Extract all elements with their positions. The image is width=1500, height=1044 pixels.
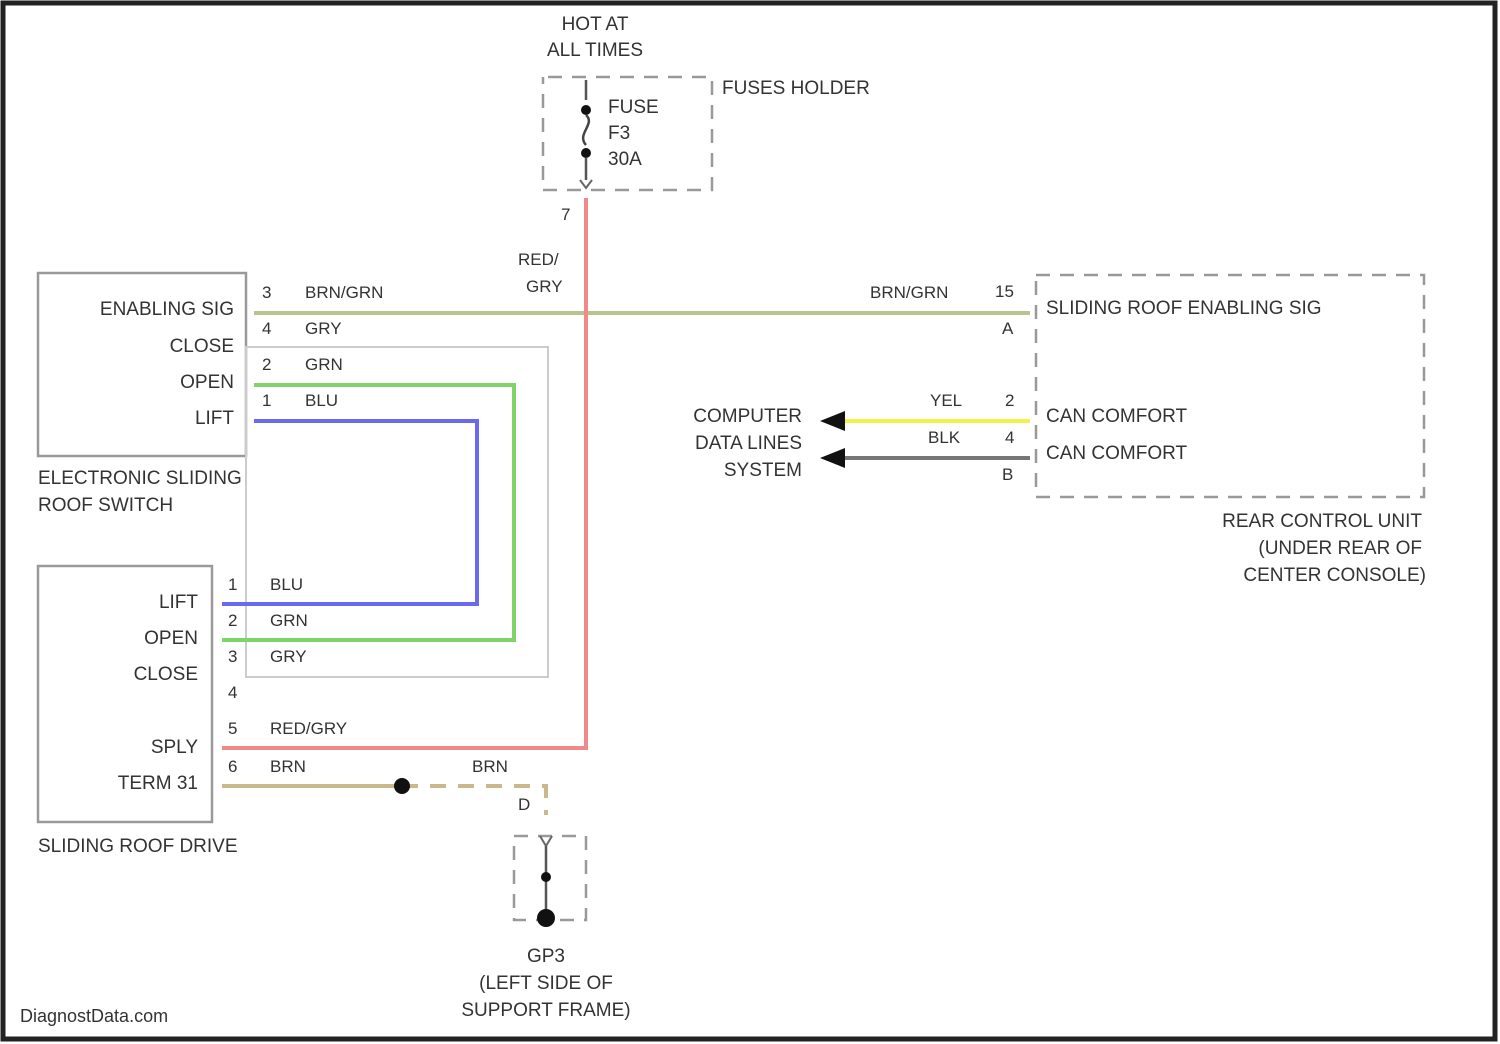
drive-pin-1: 1 [228,575,237,594]
computer-label-line2: DATA LINES [695,433,802,454]
fuse-terminal-bottom [581,148,591,158]
ground-pin-d: D [518,795,530,814]
switch-wire-brn-grn: BRN/GRN [305,283,383,302]
switch-pin-1: 1 [262,391,271,410]
rear-title-line1: REAR CONTROL UNIT [1222,511,1422,532]
drive-wire-red-gry: RED/GRY [270,719,347,738]
switch-pin-4: 4 [262,319,271,338]
ground-label-line2: (LEFT SIDE OF [479,973,613,994]
switch-label-enabling: ENABLING SIG [100,299,234,320]
switch-pin-3: 3 [262,283,271,302]
rear-pin-2: 2 [1005,391,1014,410]
rear-pin-b: B [1002,465,1013,484]
drive-wire-brn: BRN [270,757,306,776]
drive-title: SLIDING ROOF DRIVE [38,836,238,857]
drive-label-term31: TERM 31 [118,773,198,794]
switch-wire-blu: BLU [305,391,338,410]
rear-can-label-2: CAN COMFORT [1046,443,1187,464]
drive-pin-6: 6 [228,757,237,776]
ground-label-line1: GP3 [527,946,565,967]
drive-wire-blu: BLU [270,575,303,594]
drive-wire-brn-right: BRN [472,757,508,776]
rear-enabling-label: SLIDING ROOF ENABLING SIG [1046,298,1322,319]
computer-label-line1: COMPUTER [693,406,802,427]
fuse-label-line3: 30A [608,149,642,170]
watermark: DiagnostData.com [20,1006,168,1026]
drive-pin-5: 5 [228,719,237,738]
switch-wire-grn: GRN [305,355,343,374]
rear-can-label-1: CAN COMFORT [1046,406,1187,427]
switch-wire-gry: GRY [305,319,342,338]
rear-wire-yel: YEL [930,391,962,410]
hot-label-line1: HOT AT [562,14,629,35]
ground-label-line3: SUPPORT FRAME) [461,1000,630,1021]
switch-title-line2: ROOF SWITCH [38,495,173,516]
drive-wire-gry: GRY [270,647,307,666]
drive-pin-4: 4 [228,683,237,702]
hot-label-line2: ALL TIMES [547,40,643,61]
rear-wire-blk: BLK [928,428,961,447]
drive-pin-3: 3 [228,647,237,666]
drive-pin-2: 2 [228,611,237,630]
switch-label-close: CLOSE [170,336,234,357]
switch-label-lift: LIFT [195,408,234,429]
rear-pin-15: 15 [995,282,1014,301]
drive-label-lift: LIFT [159,592,198,613]
switch-title-line1: ELECTRONIC SLIDING [38,468,242,489]
drive-wire-grn: GRN [270,611,308,630]
red-gry-label-line1: RED/ [518,250,559,269]
rear-wire-brn-grn: BRN/GRN [870,283,948,302]
ground-terminal [541,872,551,882]
ground-icon [537,909,555,927]
rear-title-line2: (UNDER REAR OF [1258,538,1422,559]
fuse-pin-number: 7 [561,205,570,224]
drive-label-open: OPEN [144,628,198,649]
fuse-terminal-top [581,105,591,115]
splice-icon [394,778,410,794]
fuses-holder-label: FUSES HOLDER [722,78,870,99]
drive-label-close: CLOSE [134,664,198,685]
rear-pin-4: 4 [1005,428,1014,447]
red-gry-label-line2: GRY [526,277,563,296]
switch-pin-2: 2 [262,355,271,374]
fuse-label-line1: FUSE [608,97,659,118]
rear-title-line3: CENTER CONSOLE) [1243,565,1426,586]
computer-label-line3: SYSTEM [724,460,802,481]
fuse-label-line2: F3 [608,123,630,144]
switch-label-open: OPEN [180,372,234,393]
rear-pin-a: A [1002,319,1014,338]
drive-label-sply: SPLY [151,737,199,758]
